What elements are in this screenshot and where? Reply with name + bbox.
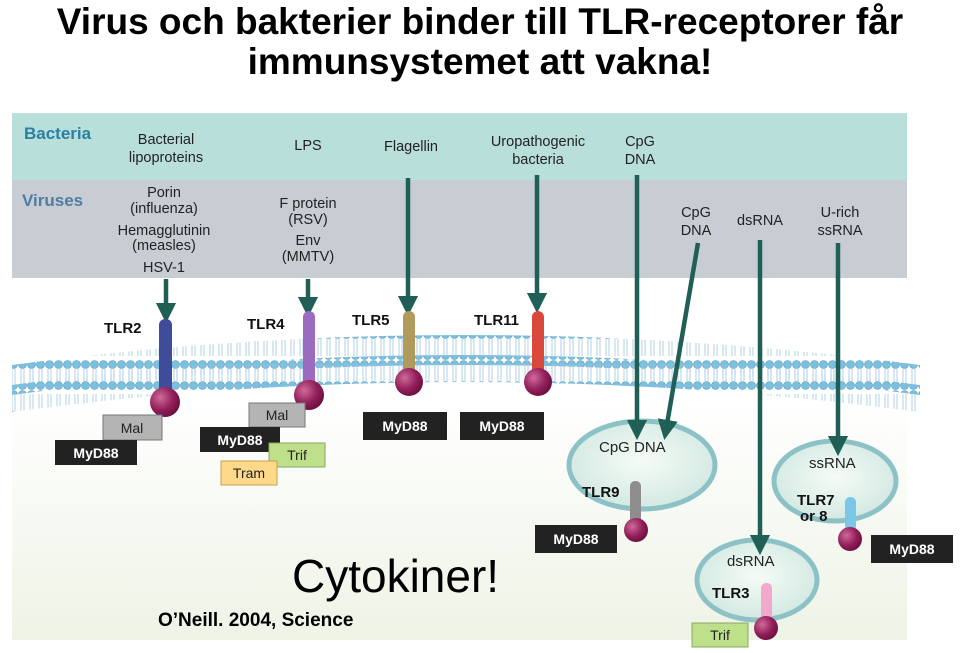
ligand-env: Env xyxy=(296,233,322,249)
receptor-tlr2 xyxy=(150,319,180,417)
label-tlr2: TLR2 xyxy=(104,320,142,337)
ligand-uropathogenic: Uropathogenic xyxy=(491,134,585,150)
ligand-bacterial-lipoproteins: Bacterial xyxy=(138,132,194,148)
adaptor-myd88-tlr2-label: MyD88 xyxy=(73,445,118,461)
cytokines-caption: Cytokiner! xyxy=(292,550,500,602)
label-tlr5: TLR5 xyxy=(352,312,390,329)
adaptor-tram-tlr4 xyxy=(220,460,278,486)
arrow-cpg-viral xyxy=(657,242,701,440)
ligand-cpg-bacterial-line2: DNA xyxy=(625,152,656,168)
adaptor-myd88-tlr78 xyxy=(871,535,953,563)
adaptor-mal-tlr4 xyxy=(248,402,306,428)
bacteria-band-label: Bacteria xyxy=(24,124,92,143)
adaptor-trif-tlr4-label: Trif xyxy=(287,447,307,463)
endosome-cpg-label: CpG DNA xyxy=(599,439,666,456)
adaptor-trif-tlr3 xyxy=(691,622,749,648)
adaptor-myd88-tlr9 xyxy=(535,525,617,553)
adaptor-mal-tlr2-label: Mal xyxy=(121,420,144,436)
ligand-cpg-viral: CpG xyxy=(681,205,711,221)
plasma-membrane xyxy=(12,335,920,412)
ligand-bacterial-lipoproteins-line2: lipoproteins xyxy=(129,150,203,166)
adaptor-myd88-tlr78-label: MyD88 xyxy=(889,541,934,557)
receptor-tlr3 xyxy=(754,583,778,640)
ligand-flagellin: Flagellin xyxy=(384,139,438,155)
endosome-ssrna-label: ssRNA xyxy=(809,455,856,472)
adaptor-myd88-tlr5-label: MyD88 xyxy=(382,418,427,434)
ligand-urich: U-rich xyxy=(821,205,860,221)
ligand-fprotein: F protein xyxy=(279,196,336,212)
ligand-lps: LPS xyxy=(294,138,321,154)
ligand-porin-line2: (influenza) xyxy=(130,201,198,217)
ligand-urich-line2: ssRNA xyxy=(817,223,862,239)
ligand-fprotein-line2: (RSV) xyxy=(288,212,327,228)
ligand-dsrna: dsRNA xyxy=(737,213,783,229)
adaptor-trif-tlr4 xyxy=(268,442,326,468)
label-tlr9: TLR9 xyxy=(582,484,620,501)
citation: O’Neill. 2004, Science xyxy=(158,610,354,631)
adaptor-mal-tlr4-label: Mal xyxy=(266,407,289,423)
virus-band-label: Viruses xyxy=(22,191,83,210)
adaptor-myd88-tlr4 xyxy=(200,427,280,452)
label-tlr3: TLR3 xyxy=(712,585,750,602)
endosome-ssrna xyxy=(771,438,899,524)
adaptor-mal-tlr2 xyxy=(102,414,163,441)
receptor-tlr78 xyxy=(838,497,862,551)
label-tlr11: TLR11 xyxy=(474,312,519,329)
ligand-hsv: HSV-1 xyxy=(143,260,185,276)
ligand-cpg-viral-line2: DNA xyxy=(681,223,712,239)
slide-title-line1: Virus och bakterier binder till TLR-rece… xyxy=(56,1,904,42)
ligand-env-line2: (MMTV) xyxy=(282,249,334,265)
ligand-hemagglutinin: Hemagglutinin xyxy=(118,223,211,239)
adaptor-myd88-tlr5 xyxy=(363,412,447,440)
ligand-porin: Porin xyxy=(147,185,181,201)
adaptor-trif-tlr3-label: Trif xyxy=(710,627,730,643)
receptor-tlr5 xyxy=(395,311,423,396)
ligand-hemagglutinin-line2: (measles) xyxy=(132,238,196,254)
receptor-tlr11 xyxy=(524,311,552,396)
adaptor-myd88-tlr11 xyxy=(460,412,544,440)
adaptor-tram-tlr4-label: Tram xyxy=(233,465,265,481)
ligand-uropathogenic-line2: bacteria xyxy=(512,152,565,168)
adaptor-myd88-tlr11-label: MyD88 xyxy=(479,418,524,434)
slide-title-line2: immunsystemet att vakna! xyxy=(247,41,713,82)
endosome-dsrna-label: dsRNA xyxy=(727,553,775,570)
adaptor-myd88-tlr9-label: MyD88 xyxy=(553,531,598,547)
receptor-tlr9 xyxy=(624,481,648,542)
bacteria-band xyxy=(12,113,907,180)
endosome-dsrna xyxy=(694,537,820,623)
label-tlr78-line2: or 8 xyxy=(800,508,828,525)
ligand-cpg-bacterial: CpG xyxy=(625,134,655,150)
adaptor-myd88-tlr4-label: MyD88 xyxy=(217,432,262,448)
adaptor-myd88-tlr2 xyxy=(55,440,137,465)
label-tlr78: TLR7 xyxy=(797,492,835,509)
label-tlr4: TLR4 xyxy=(247,316,285,333)
